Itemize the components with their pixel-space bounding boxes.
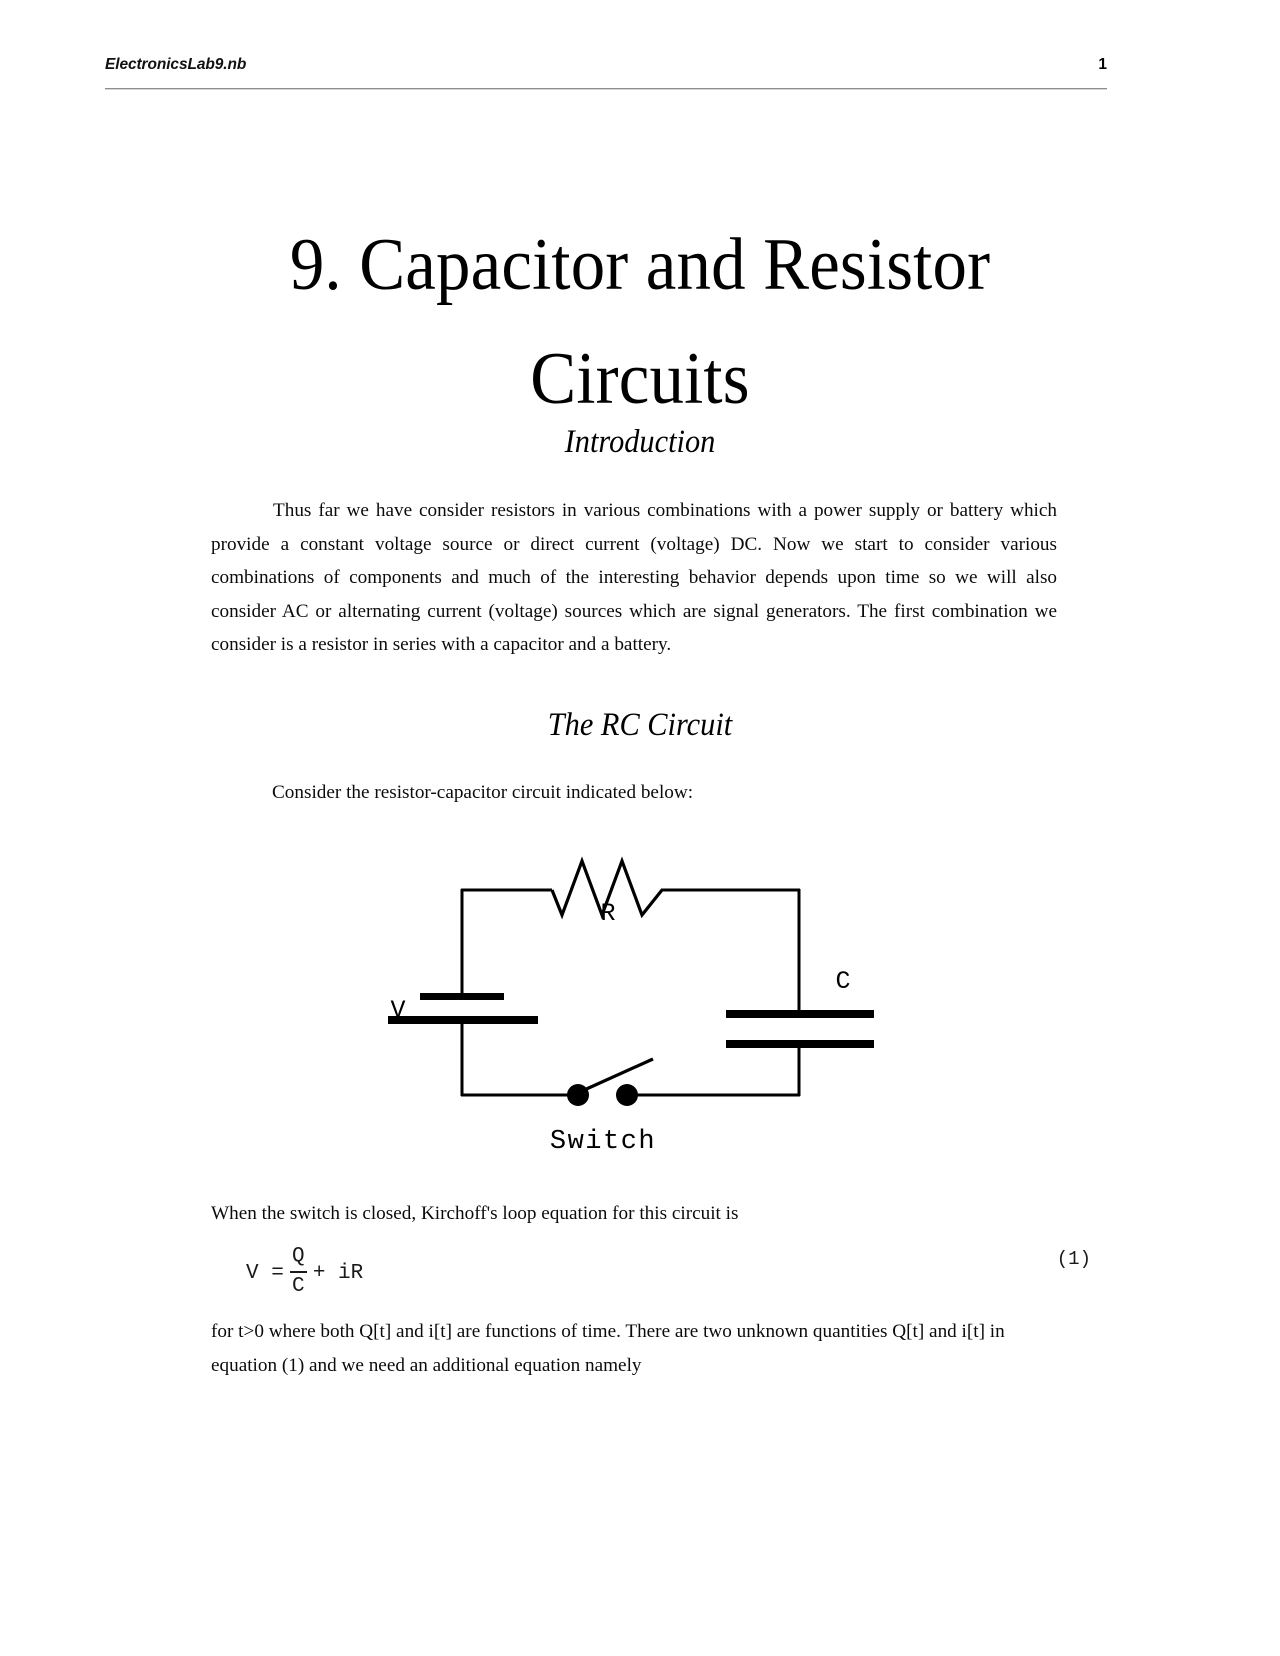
page-header: ElectronicsLab9.nb 1 xyxy=(105,56,1107,90)
header-file-name: ElectronicsLab9.nb xyxy=(105,56,247,73)
capacitor-plate-top xyxy=(726,1010,874,1018)
label-switch: Switch xyxy=(550,1127,656,1157)
header-divider xyxy=(105,88,1107,90)
battery-plate-short xyxy=(420,993,504,1000)
equation-lhs: V = xyxy=(246,1261,284,1285)
equation-expression: V = Q C + iR xyxy=(246,1245,364,1300)
paragraph-figure-lead-in: Consider the resistor-capacitor circuit … xyxy=(272,782,694,804)
rc-circuit-figure: R C V Switch xyxy=(330,795,950,1195)
equation-rhs: + iR xyxy=(312,1261,364,1285)
rc-circuit-svg: R C V Switch xyxy=(388,856,874,1157)
header-page-number: 1 xyxy=(1098,56,1107,73)
switch-terminal-right xyxy=(616,1084,638,1106)
switch-terminal-left xyxy=(567,1084,589,1106)
page-title: 9. Capacitor and Resistor Circuits xyxy=(289,223,991,421)
resistor-symbol xyxy=(550,856,664,920)
equation-number: (1) xyxy=(1056,1248,1091,1270)
equation-numerator: Q xyxy=(292,1245,305,1268)
capacitor-plate-bottom xyxy=(726,1040,874,1048)
label-capacitor: C xyxy=(835,967,850,996)
battery-plate-long xyxy=(388,1016,538,1024)
paragraph-introduction: Thus far we have consider resistors in v… xyxy=(211,500,1057,656)
equation-block: V = Q C + iR (1) xyxy=(211,1228,1091,1298)
paragraph-closing: for t>0 where both Q[t] and i[t] are fun… xyxy=(211,1321,1005,1376)
section-heading-introduction: Introduction xyxy=(564,424,716,460)
section-heading-rc-circuit: The RC Circuit xyxy=(547,707,733,743)
equation-denominator: C xyxy=(292,1275,305,1298)
paragraph-after-figure: When the switch is closed, Kirchoff's lo… xyxy=(211,1203,739,1225)
equation-fraction-bar xyxy=(289,1271,307,1273)
label-battery: V xyxy=(390,996,405,1025)
switch-lever xyxy=(581,1057,654,1093)
label-resistor: R xyxy=(600,899,615,928)
equation-fraction: Q C xyxy=(289,1245,307,1299)
